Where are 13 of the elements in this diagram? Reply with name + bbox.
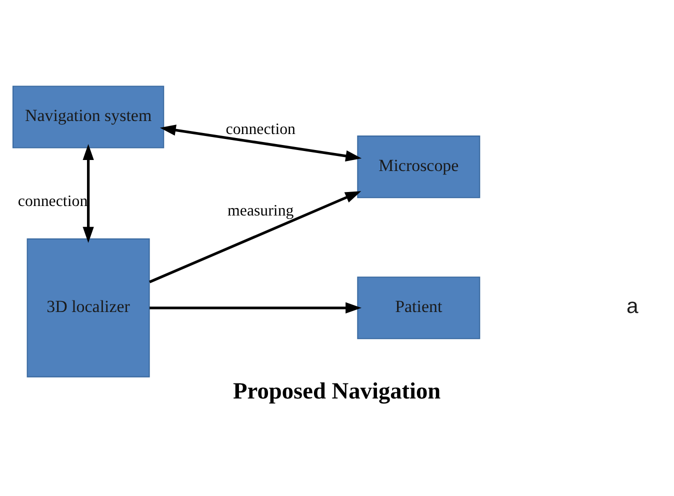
arrow — [160, 124, 362, 161]
node-box: Patient — [357, 276, 480, 339]
arrow — [149, 190, 362, 283]
edge-label: connection — [18, 192, 88, 210]
node-box: 3D localizer — [26, 238, 150, 377]
arrow — [82, 144, 94, 242]
edge-label: measuring — [228, 202, 294, 220]
node-box: Microscope — [357, 135, 480, 198]
node-box: Navigation system — [12, 85, 164, 148]
label: a — [626, 294, 638, 318]
caption: Proposed Navigation — [233, 378, 441, 404]
arrow — [150, 302, 362, 313]
edge-label: connection — [226, 120, 296, 138]
